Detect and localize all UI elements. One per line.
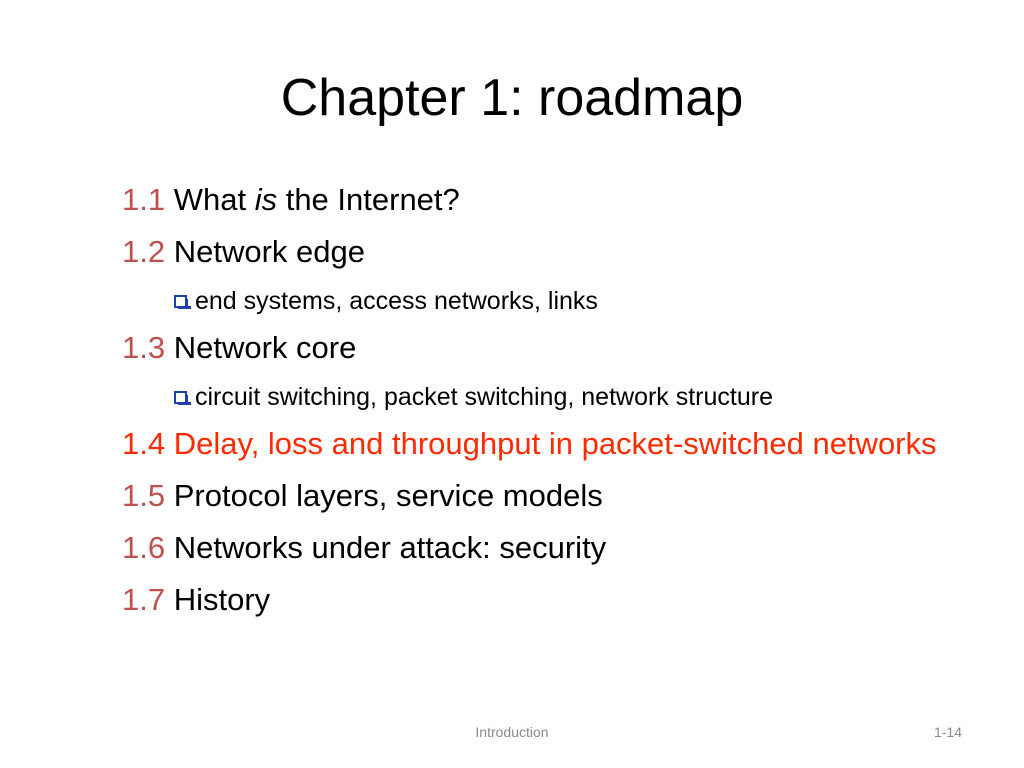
slide-number: 1-14: [933, 724, 962, 740]
section-title: Network edge: [173, 234, 366, 269]
sub-item-text: circuit switching, packet switching, net…: [195, 383, 773, 411]
sub-item-network-edge: end systems, access networks, links: [174, 284, 952, 318]
section-number: 1.4: [122, 426, 166, 461]
roadmap-item-1-7: 1.7 History: [122, 580, 952, 620]
section-number: 1.3: [122, 330, 166, 365]
section-number: 1.7: [122, 582, 166, 617]
section-number: 1.2: [122, 234, 166, 269]
sub-item-network-core: circuit switching, packet switching, net…: [174, 380, 952, 414]
section-number: 1.6: [122, 530, 166, 565]
checkbox-icon: [174, 294, 191, 309]
checkbox-icon: [174, 390, 191, 405]
roadmap-list: 1.1 What is the Internet? 1.2 Network ed…: [122, 180, 952, 632]
section-title: Delay, loss and throughput in packet-swi…: [173, 426, 937, 461]
section-title-emphasis: is: [254, 182, 278, 217]
roadmap-item-1-4: 1.4 Delay, loss and throughput in packet…: [122, 424, 952, 464]
roadmap-item-1-6: 1.6 Networks under attack: security: [122, 528, 952, 568]
footer-section-label: Introduction: [475, 724, 549, 740]
roadmap-item-1-3: 1.3 Network core: [122, 328, 952, 368]
section-title-prefix: What: [173, 182, 255, 217]
section-title: Network core: [173, 330, 357, 365]
section-number: 1.1: [122, 182, 166, 217]
slide-title: Chapter 1: roadmap: [280, 69, 744, 127]
sub-item-text: end systems, access networks, links: [195, 287, 598, 315]
roadmap-item-1-2: 1.2 Network edge: [122, 232, 952, 272]
section-title: Networks under attack: security: [173, 530, 607, 565]
roadmap-item-1-1: 1.1 What is the Internet?: [122, 180, 952, 220]
roadmap-item-1-5: 1.5 Protocol layers, service models: [122, 476, 952, 516]
section-title: Protocol layers, service models: [173, 478, 603, 513]
section-title: History: [173, 582, 271, 617]
section-number: 1.5: [122, 478, 166, 513]
section-title-suffix: the Internet?: [277, 182, 460, 217]
